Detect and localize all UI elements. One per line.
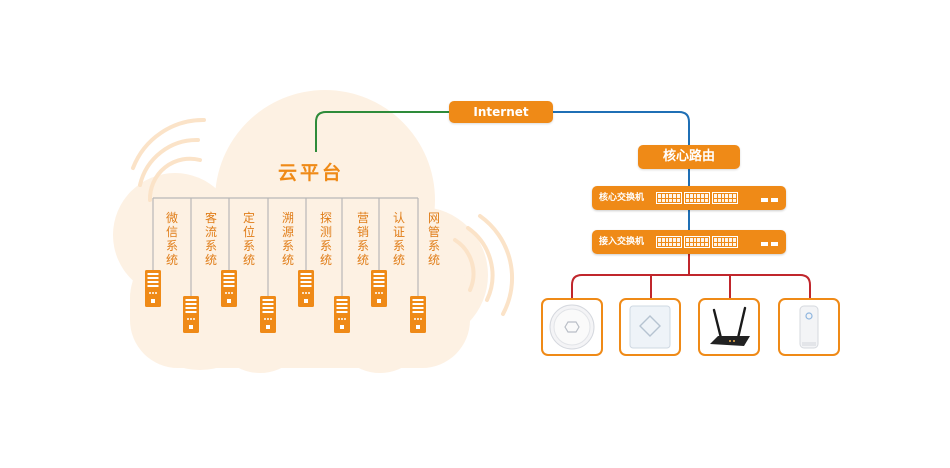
system-bus [152, 197, 419, 296]
access-switch-label: 接入交换机 [599, 237, 645, 247]
switch-leds-icon [761, 242, 778, 246]
switch-leds-icon [761, 198, 778, 202]
system-label-location: 定位系统 [242, 211, 255, 267]
device-links [571, 254, 811, 298]
wireless-router-icon [710, 306, 750, 346]
access-switch: 接入交换机 [592, 230, 786, 254]
cloud-shape [113, 90, 488, 373]
system-label-netmgmt: 网管系统 [427, 211, 440, 267]
internet-node: Internet [449, 101, 553, 123]
device-ceiling-ap [541, 298, 603, 356]
system-label-marketing: 营销系统 [356, 211, 369, 267]
system-label-wechat: 微信系统 [165, 211, 178, 267]
system-label-auth: 认证系统 [392, 211, 405, 267]
switch-ports-icon [656, 192, 738, 204]
server-icon [260, 296, 276, 333]
ceiling-ap-icon [549, 304, 595, 350]
outdoor-ap-icon [799, 305, 819, 349]
server-icon [183, 296, 199, 333]
server-icon [145, 270, 161, 307]
core-router-node: 核心路由 [638, 145, 740, 169]
blue-link [552, 111, 690, 146]
device-panel-ap [619, 298, 681, 356]
cloud-title: 云平台 [278, 162, 345, 184]
internet-label: Internet [473, 105, 529, 119]
wifi-arcs-left-icon [131, 117, 206, 202]
core-switch: 核心交换机 [592, 186, 786, 210]
system-label-traffic: 客流系统 [204, 211, 217, 267]
device-wireless-router [698, 298, 760, 356]
system-label-probe: 探测系统 [319, 211, 332, 267]
server-icon [334, 296, 350, 333]
wifi-arcs-right-icon [453, 214, 514, 316]
panel-ap-icon [629, 305, 671, 349]
device-outdoor-ap [778, 298, 840, 356]
switch-ports-icon [656, 236, 738, 248]
server-icon [410, 296, 426, 333]
green-link [315, 111, 452, 152]
server-icon [298, 270, 314, 307]
server-icon [371, 270, 387, 307]
server-icon [221, 270, 237, 307]
system-label-trace: 溯源系统 [281, 211, 294, 267]
core-switch-label: 核心交换机 [599, 193, 645, 203]
core-router-label: 核心路由 [662, 149, 715, 164]
